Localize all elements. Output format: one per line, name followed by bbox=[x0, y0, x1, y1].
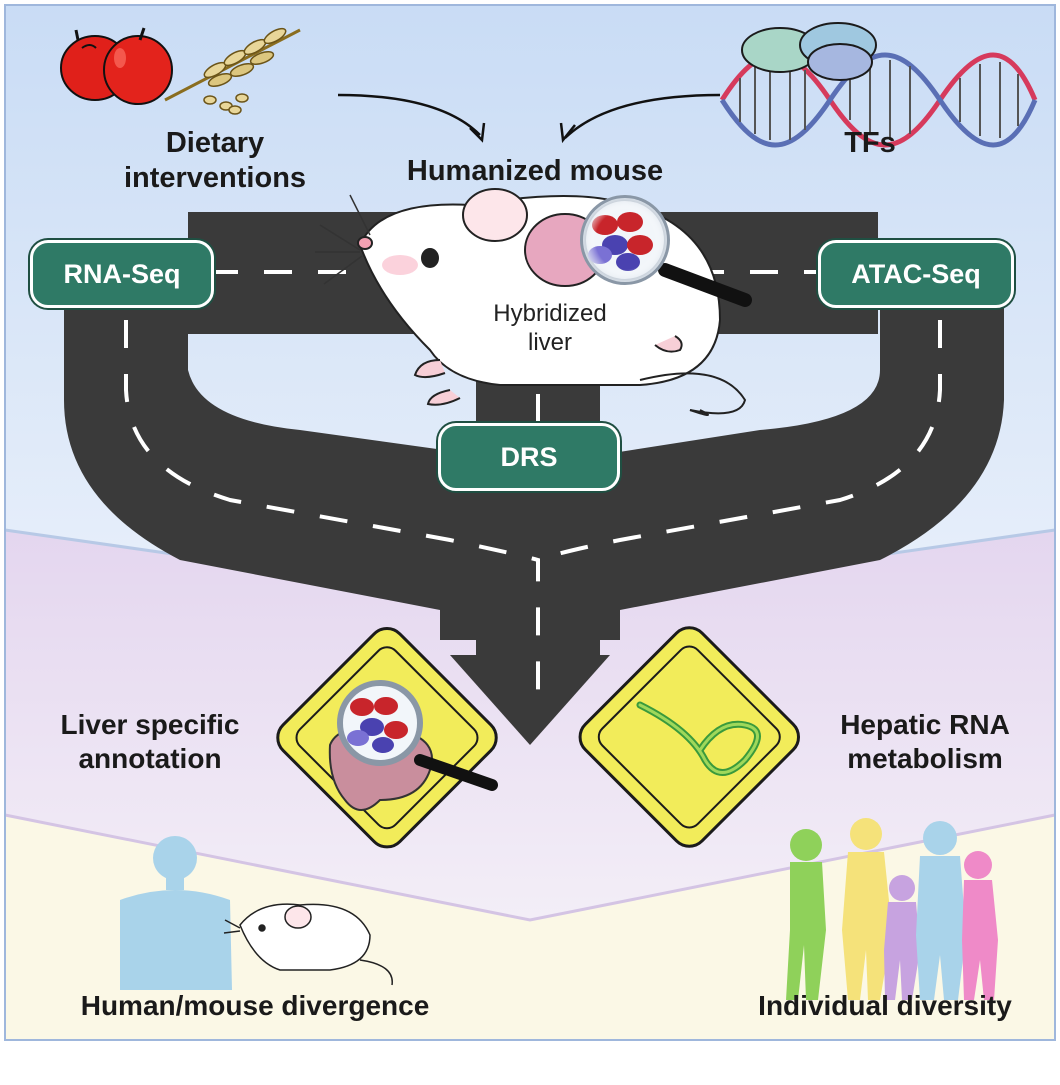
atac-seq-badge: ATAC-Seq bbox=[818, 240, 1014, 308]
rna-metabolism-sign bbox=[578, 626, 801, 848]
atac-seq-label: ATAC-Seq bbox=[851, 258, 981, 289]
small-mouse-icon bbox=[223, 903, 393, 986]
dietary-interventions-label: Dietary interventions bbox=[123, 127, 307, 194]
liver-magnifier-icon bbox=[337, 680, 498, 791]
dna-helix-icon bbox=[719, 52, 1038, 148]
person-yellow-icon bbox=[842, 818, 892, 1000]
person-purple-icon bbox=[884, 875, 920, 1000]
input-arrows bbox=[337, 93, 721, 144]
apple-icon bbox=[60, 27, 173, 105]
rna-seq-label: RNA-Seq bbox=[63, 258, 181, 289]
drs-badge: DRS bbox=[438, 423, 620, 491]
person-green-icon bbox=[786, 829, 826, 1000]
liver-annotation-label: Liver specific annotation bbox=[60, 709, 240, 774]
hepatic-rna-label: Hepatic RNA metabolism bbox=[840, 709, 1010, 774]
diversity-label: Individual diversity bbox=[758, 990, 1012, 1021]
wheat-icon bbox=[164, 27, 301, 115]
magnifier-icon bbox=[580, 195, 752, 307]
dna-tf-illustration bbox=[719, 22, 1038, 148]
rna-seq-badge: RNA-Seq bbox=[30, 240, 214, 308]
human-silhouette-icon bbox=[120, 836, 232, 990]
hybridized-liver-label: Hybridized liver bbox=[493, 300, 607, 356]
drs-label: DRS bbox=[500, 441, 558, 472]
apples-wheat-illustration bbox=[60, 27, 301, 115]
humanized-mouse-label: Humanized mouse bbox=[406, 155, 664, 187]
diverse-people-icon bbox=[786, 818, 998, 1000]
divergence-label: Human/mouse divergence bbox=[80, 990, 430, 1021]
liver-annotation-sign bbox=[276, 626, 498, 849]
person-pink-icon bbox=[962, 851, 998, 1000]
tfs-label: TFs bbox=[844, 127, 896, 159]
rna-strand-icon bbox=[636, 701, 761, 776]
transcription-factor-icon bbox=[741, 22, 877, 81]
person-blue-icon bbox=[916, 821, 966, 1000]
